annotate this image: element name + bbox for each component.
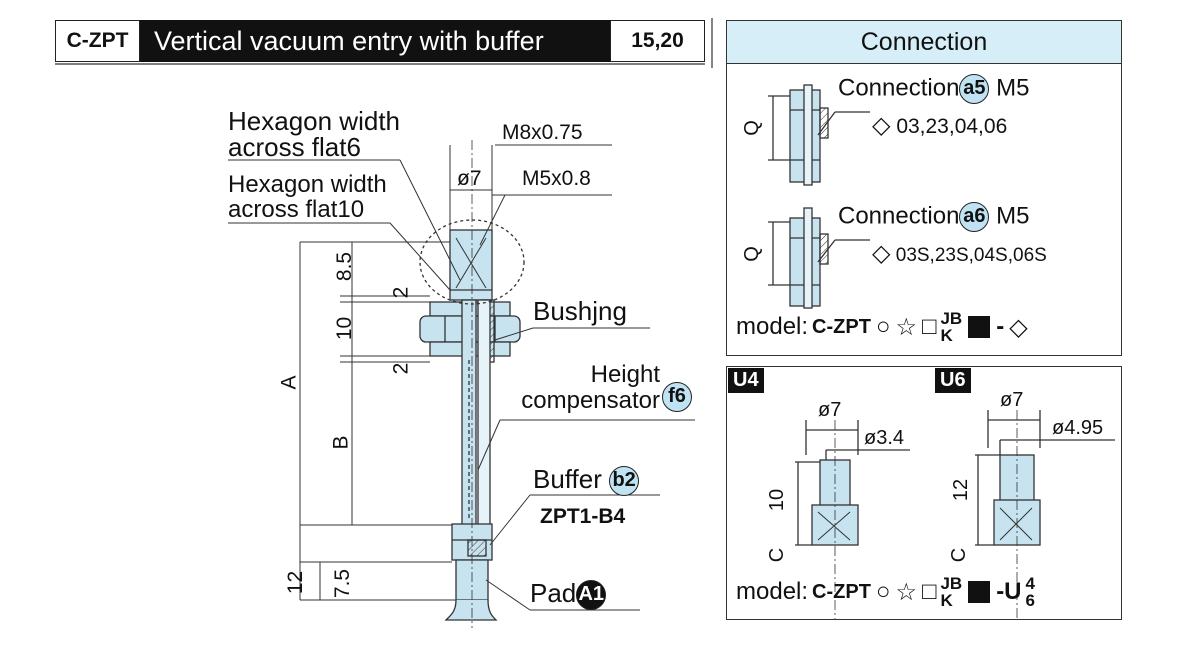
dim-2b: 2 <box>389 362 413 375</box>
connection-a6-drawing <box>768 207 870 309</box>
size-box: 15,20 <box>610 20 705 62</box>
dim-2a: 2 <box>389 286 413 299</box>
model-code-box: C-ZPT <box>55 20 140 62</box>
u4-dia-inner: ø3.4 <box>864 427 905 449</box>
dim-8-5: 8.5 <box>333 251 357 282</box>
u6-dia-inner: ø4.95 <box>1052 417 1104 439</box>
u4-h10: 10 <box>766 488 789 512</box>
u6-c: C <box>948 547 971 563</box>
detail-circle <box>419 219 525 305</box>
thread-m8: M8x0.75 <box>502 121 583 144</box>
connection-title: Connection <box>726 20 1122 64</box>
size-text: 15,20 <box>631 29 684 52</box>
buffer-part: ZPT1-B4 <box>540 505 626 528</box>
dim-q2: Q <box>740 246 763 262</box>
u6-drawing <box>975 410 1115 620</box>
u-panel <box>726 366 1122 620</box>
dim-7-5: 7.5 <box>331 568 355 599</box>
u6-tag: U6 <box>935 368 971 393</box>
connection-panel <box>726 20 1122 356</box>
page-title: Vertical vacuum entry with buffer <box>140 20 610 62</box>
dim-A: A <box>277 375 301 390</box>
u4-drawing <box>795 420 910 620</box>
dim-B: B <box>329 435 353 450</box>
thread-m5: M5x0.8 <box>522 167 591 190</box>
dim-10: 10 <box>333 316 357 341</box>
u4-tag: U4 <box>728 368 764 393</box>
height-code-badge: f6 <box>662 382 692 412</box>
buffer-label: Buffer b2 <box>533 466 640 497</box>
u6-dia7: ø7 <box>1000 389 1024 411</box>
dim-12: 12 <box>284 570 308 595</box>
model-code: C-ZPT <box>66 29 129 52</box>
bushing-label: Bushjng <box>533 296 627 326</box>
dia-7: ø7 <box>457 167 482 190</box>
connection-a5-options: ◇ 03,23,04,06 <box>872 112 1008 139</box>
dim-q1: Q <box>740 120 763 136</box>
u4-dia7: ø7 <box>818 399 842 421</box>
u6-h12: 12 <box>950 478 973 502</box>
vacuum-entry-body <box>419 140 521 628</box>
u4-c: C <box>766 547 789 563</box>
connection-a6-options: ◇ 03S,23S,04S,06S <box>872 240 1047 267</box>
title-text: Vertical vacuum entry with buffer <box>154 25 544 56</box>
connection-a5-drawing <box>768 84 870 186</box>
